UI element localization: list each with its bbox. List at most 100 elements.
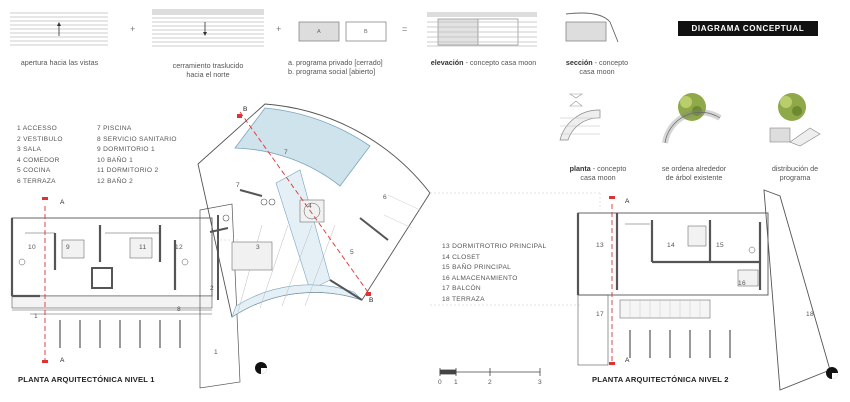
caption-planta-line2: casa moon — [580, 173, 616, 182]
caption-distribucion-line1: distribución de — [771, 164, 819, 173]
room-number: 2 — [210, 285, 214, 292]
section-lines-level1 — [44, 111, 371, 360]
section-label: A — [60, 199, 65, 206]
legend-level1-col1: 1 ACCESSO 2 VESTIBULO 3 SALA 4 COMEDOR 5… — [17, 124, 63, 187]
caption-elevacion: elevación - concepto casa moon — [416, 58, 551, 67]
section-label: A — [625, 357, 630, 364]
legend-level2: 13 DORMITROTRIO PRINCIPAL 14 CLOSET 15 B… — [442, 242, 546, 305]
arrow-down-icon — [203, 22, 207, 36]
legend-item: 10 BAÑO 1 — [97, 156, 134, 164]
elevacion-diagram — [427, 12, 537, 47]
room-number: 14 — [667, 242, 675, 249]
caption-cerramiento: cerramiento traslucido hacia el norte — [150, 61, 266, 79]
legend-item: 13 DORMITROTRIO PRINCIPAL — [442, 243, 547, 250]
room-number: 10 — [28, 244, 36, 251]
scale-tick: 0 — [438, 379, 442, 386]
caption-cerramiento-line2: hacia el norte — [186, 70, 230, 79]
legend-item: 15 BAÑO PRINCIPAL — [442, 264, 512, 271]
caption-programa-a: a. programa privado [cerrado] — [288, 58, 383, 67]
section-label: A — [60, 357, 65, 364]
plan1-title: PLANTA ARQUITECTÓNICA NIVEL 1 — [18, 375, 155, 384]
caption-vistas: apertura hacia las vistas — [20, 58, 99, 67]
plan-level1 — [10, 103, 431, 389]
legend-item: 17 BALCÓN — [442, 285, 481, 292]
box-a-label: A — [317, 29, 321, 35]
section-label: B — [369, 297, 374, 304]
plan2-title: PLANTA ARQUITECTÓNICA NIVEL 2 — [592, 375, 729, 384]
legend-item: 18 TERRAZA — [442, 295, 485, 303]
section-markers-level1 — [42, 114, 371, 363]
scale-tick: 2 — [488, 379, 492, 386]
caption-elevacion-rest: - concepto casa moon — [463, 58, 537, 67]
legend-item: 9 DORMITORIO 1 — [97, 146, 155, 153]
room-number: 6 — [383, 194, 387, 201]
legend-item: 7 PISCINA — [97, 125, 132, 132]
section-label: A — [625, 198, 630, 205]
legend-item: 3 SALA — [17, 146, 42, 153]
planta-concept-diagram — [559, 93, 601, 141]
tree-icon — [662, 93, 722, 144]
caption-seccion-rest: - concepto — [592, 58, 629, 67]
box-a — [298, 21, 340, 42]
room-number: 11 — [139, 244, 147, 251]
caption-ordena: se ordena alrededor de árbol existente — [644, 164, 744, 182]
legend-item: 8 SERVICIO SANITARIO — [97, 135, 177, 143]
caption-programa-b: b. programa social [abierto] — [288, 67, 376, 76]
box-b-label: B — [364, 29, 368, 35]
caption-planta-bold: planta — [569, 164, 591, 173]
scale-tick: 1 — [454, 379, 458, 386]
scale-tick: 3 — [538, 379, 542, 386]
room-number: 7 — [236, 182, 240, 189]
box-b — [345, 21, 387, 42]
room-number: 1 — [214, 349, 218, 356]
room-number: 17 — [596, 311, 604, 318]
diagram-title-badge: DIAGRAMA CONCEPTUAL — [678, 21, 818, 36]
legend-item: 2 VESTIBULO — [17, 135, 63, 143]
operator-plus-1: + — [130, 24, 136, 34]
caption-seccion-bold: sección — [565, 58, 593, 67]
caption-ordena-line1: se ordena alrededor — [661, 164, 727, 173]
caption-distribucion: distribución de programa — [750, 164, 840, 182]
room-number: 15 — [716, 242, 724, 249]
legend-item: 5 COCINA — [17, 167, 51, 174]
legend-item: 1 ACCESSO — [17, 125, 58, 132]
caption-cerramiento-line1: cerramiento traslucido — [172, 61, 244, 70]
room-number: 18 — [806, 311, 814, 318]
section-label: B — [243, 106, 248, 113]
tree-icon-2 — [769, 93, 821, 147]
room-number: 13 — [596, 242, 604, 249]
legend-level1-col2: 7 PISCINA 8 SERVICIO SANITARIO 9 DORMITO… — [97, 124, 177, 187]
seccion-diagram — [565, 12, 619, 43]
arrow-up-icon — [57, 22, 61, 36]
room-number: 8 — [177, 306, 181, 313]
legend-item: 16 ALMACENAMIENTO — [442, 274, 518, 282]
caption-elevacion-bold: elevación — [430, 58, 464, 67]
caption-ordena-line2: de árbol existente — [665, 173, 723, 182]
cerramiento-diagram — [152, 9, 264, 47]
room-number: 9 — [66, 244, 70, 251]
legend-item: 11 DORMITORIO 2 — [97, 167, 159, 174]
room-number: 3 — [256, 244, 260, 251]
room-number: 7 — [284, 149, 288, 156]
room-number: 1 — [34, 313, 38, 320]
room-number: 16 — [738, 280, 746, 287]
room-number: 4 — [308, 203, 312, 210]
legend-item: 4 COMEDOR — [17, 156, 60, 164]
caption-programa: a. programa privado [cerrado] b. program… — [288, 58, 383, 76]
alignment-lines — [430, 192, 601, 306]
room-number: 5 — [350, 249, 354, 256]
section-markers-level2 — [609, 196, 615, 365]
legend-item: 14 CLOSET — [442, 253, 481, 261]
caption-planta: planta - concepto casa moon — [548, 164, 648, 182]
caption-planta-rest: - concepto — [590, 164, 627, 173]
room-number: 12 — [175, 244, 183, 251]
legend-item: 12 BAÑO 2 — [97, 177, 134, 185]
scale-bar — [439, 368, 541, 376]
north-arrow-icon — [255, 362, 267, 374]
caption-seccion: sección - concepto casa moon — [552, 58, 642, 76]
plan-level2 — [576, 189, 831, 391]
caption-distribucion-line2: programa — [779, 173, 811, 182]
operator-plus-2: + — [276, 24, 282, 34]
legend-item: 6 TERRAZA — [17, 177, 56, 185]
